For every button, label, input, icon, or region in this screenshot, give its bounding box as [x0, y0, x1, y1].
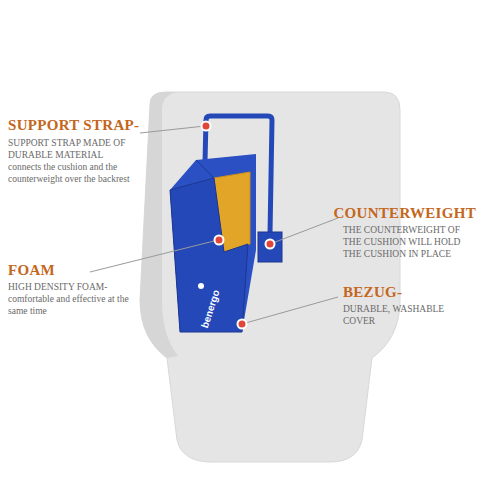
callout-title: FOAM: [8, 262, 55, 279]
callout-text: SUPPORT STRAP MADE OF DURABLE MATERIAL c…: [8, 137, 136, 185]
callout-dot: [266, 240, 275, 249]
backrest: [140, 92, 400, 462]
foam: [214, 172, 250, 252]
callout-title: SUPPORT STRAP-: [8, 117, 139, 134]
logo-mark: [198, 283, 204, 289]
leader-line: [242, 297, 338, 324]
counterweight: [258, 232, 282, 262]
callout-dot: [202, 122, 211, 131]
callout-text: HIGH DENSITY FOAM- comfortable and effec…: [8, 281, 136, 317]
leader-line: [270, 218, 338, 244]
callout-text: DURABLE, WASHABLE COVER: [343, 303, 475, 327]
cushion-fold: [196, 160, 214, 178]
cushion-back: [170, 154, 256, 332]
callout-dot: [215, 236, 224, 245]
callout-text: THE COUNTERWEIGHT OF THE CUSHION WILL HO…: [343, 224, 473, 260]
callout-title: COUNTERWEIGHT: [333, 205, 476, 222]
callout-title: BEZUG-: [343, 284, 402, 301]
leader-line: [140, 126, 205, 133]
callout-dot: [238, 320, 247, 329]
leader-line: [90, 240, 218, 272]
cushion-cover: [170, 178, 248, 332]
